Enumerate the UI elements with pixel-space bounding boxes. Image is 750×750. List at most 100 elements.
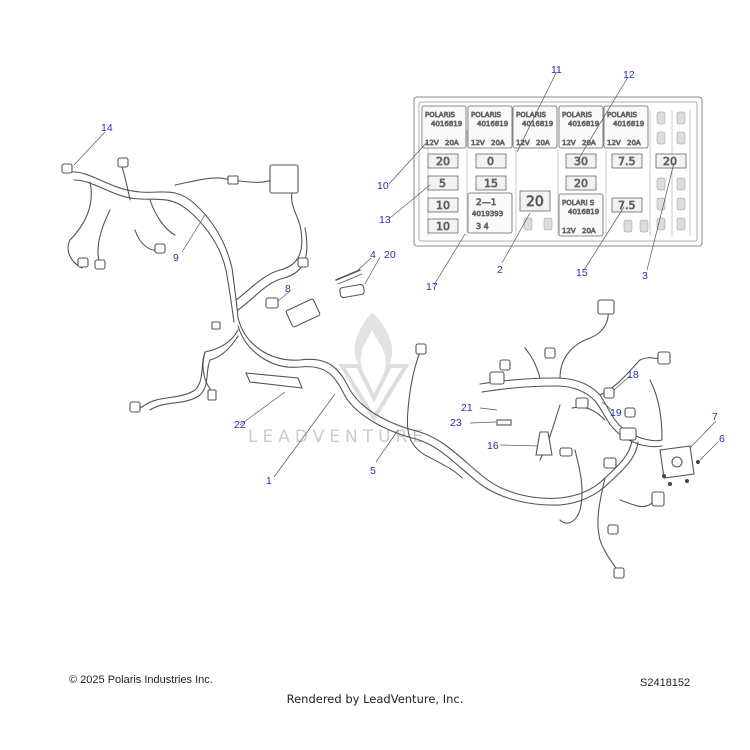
callout-8[interactable]: 8 (285, 283, 291, 295)
part-22-shape (245, 372, 303, 389)
rendered-by-text: Rendered by LeadVenture, Inc. (286, 692, 464, 706)
svg-text:20: 20 (574, 177, 588, 190)
svg-text:20A: 20A (582, 227, 596, 235)
fuse-10-a: 10 (427, 197, 459, 213)
relay-6: POLARI S 4016819 12V 20A (558, 193, 604, 237)
fuse-10-b: 10 (427, 218, 459, 234)
callout-20[interactable]: 20 (384, 249, 396, 261)
svg-text:POLARIS: POLARIS (471, 111, 502, 119)
callout-11[interactable]: 11 (551, 64, 562, 76)
callout-21[interactable]: 21 (461, 402, 473, 414)
leader-lines (73, 72, 719, 478)
svg-text:7.5: 7.5 (618, 199, 636, 212)
callout-4[interactable]: 4 (370, 249, 376, 261)
callout-14[interactable]: 14 (101, 122, 113, 134)
svg-text:POLARIS: POLARIS (425, 111, 456, 119)
fuse-7-5-a: 7.5 (611, 153, 643, 169)
fuse-0: 0 (475, 153, 507, 169)
callout-13[interactable]: 13 (379, 214, 391, 226)
fuse-20-d: 20 (655, 153, 687, 169)
svg-text:4016819: 4016819 (613, 120, 644, 128)
svg-text:12V: 12V (562, 139, 576, 147)
svg-text:20A: 20A (536, 139, 550, 147)
watermark-v-icon (338, 364, 410, 422)
svg-text:15: 15 (484, 177, 498, 190)
part-7-shape (659, 445, 695, 479)
svg-text:12V: 12V (516, 139, 530, 147)
callout-17[interactable]: 17 (426, 281, 438, 293)
svg-text:2—1: 2—1 (476, 198, 496, 208)
fuse-15: 15 (475, 175, 507, 191)
callout-3[interactable]: 3 (642, 270, 648, 282)
callout-12[interactable]: 12 (623, 69, 635, 81)
svg-text:20A: 20A (627, 139, 641, 147)
svg-text:30: 30 (574, 155, 588, 168)
svg-text:4016819: 4016819 (477, 120, 508, 128)
drawing-id: S2418152 (640, 677, 691, 689)
fuse-20-b: 20 (519, 190, 551, 212)
relay-1: POLARIS 4016819 12V 20A (421, 105, 467, 149)
svg-text:20A: 20A (445, 139, 459, 147)
callout-1[interactable]: 1 (266, 475, 272, 487)
fuse-5: 5 (427, 175, 459, 191)
fuse-7-5-b: 7.5 (611, 197, 643, 213)
diode-module: 2—1 4019393 3 4 (467, 192, 513, 234)
svg-text:3 4: 3 4 (476, 222, 489, 231)
part-20-shape (339, 283, 365, 299)
callout-19[interactable]: 19 (610, 407, 622, 419)
fuse-20-a: 20 (427, 153, 459, 169)
fuse-20-c: 20 (565, 175, 597, 191)
callouts: 1 2 3 4 5 6 7 8 9 10 11 12 13 14 15 16 1… (101, 64, 725, 487)
watermark-text: LEADVENTURE (248, 427, 428, 447)
callout-18[interactable]: 18 (627, 369, 639, 381)
svg-text:0: 0 (487, 155, 494, 168)
svg-text:4016819: 4016819 (568, 120, 599, 128)
copyright-text: © 2025 Polaris Industries Inc. (69, 674, 213, 686)
svg-text:12V: 12V (471, 139, 485, 147)
watermark-flame-icon (354, 312, 393, 372)
callout-7[interactable]: 7 (712, 411, 718, 423)
callout-23[interactable]: 23 (450, 417, 462, 429)
relay-4: POLARIS 4016819 12V 20A (558, 105, 604, 149)
svg-text:20: 20 (663, 155, 677, 168)
svg-text:20: 20 (526, 194, 544, 210)
svg-text:5: 5 (439, 177, 446, 190)
fuse-30: 30 (565, 153, 597, 169)
callout-16[interactable]: 16 (487, 440, 499, 452)
fuse-box-outline (413, 96, 703, 247)
callout-10[interactable]: 10 (377, 180, 389, 192)
svg-text:20A: 20A (582, 139, 596, 147)
callout-5[interactable]: 5 (370, 465, 376, 477)
ecu-module (285, 298, 321, 328)
svg-text:POLARIS: POLARIS (607, 111, 638, 119)
svg-text:10: 10 (436, 199, 450, 212)
svg-text:7.5: 7.5 (618, 155, 636, 168)
callout-22[interactable]: 22 (234, 419, 246, 431)
svg-text:12V: 12V (607, 139, 621, 147)
svg-text:POLARI S: POLARI S (562, 199, 595, 207)
fuse-box: POLARIS 4016819 12V 20A POLARIS 4016819 … (413, 96, 703, 247)
callout-15[interactable]: 15 (576, 267, 588, 279)
part-16-shape (535, 431, 553, 456)
relay-5: POLARIS 4016819 12V 20A (603, 105, 649, 149)
connector-block (269, 164, 299, 194)
svg-text:20A: 20A (491, 139, 505, 147)
relay-2: POLARIS 4016819 12V 20A (467, 105, 513, 149)
svg-text:POLARIS: POLARIS (562, 111, 593, 119)
callout-9[interactable]: 9 (173, 252, 179, 264)
svg-text:POLARIS: POLARIS (516, 111, 547, 119)
svg-text:4019393: 4019393 (472, 210, 503, 218)
part-23-shape (496, 419, 512, 426)
svg-text:4016819: 4016819 (568, 208, 599, 216)
svg-text:10: 10 (436, 220, 450, 233)
svg-text:12V: 12V (562, 227, 576, 235)
callout-6[interactable]: 6 (719, 433, 725, 445)
svg-text:4016819: 4016819 (522, 120, 553, 128)
svg-text:20: 20 (436, 155, 450, 168)
callout-2[interactable]: 2 (497, 264, 503, 276)
relay-3: POLARIS 4016819 12V 20A (512, 105, 558, 149)
svg-text:12V: 12V (425, 139, 439, 147)
svg-text:4016819: 4016819 (431, 120, 462, 128)
watermark: LEADVENTURE (248, 312, 428, 447)
